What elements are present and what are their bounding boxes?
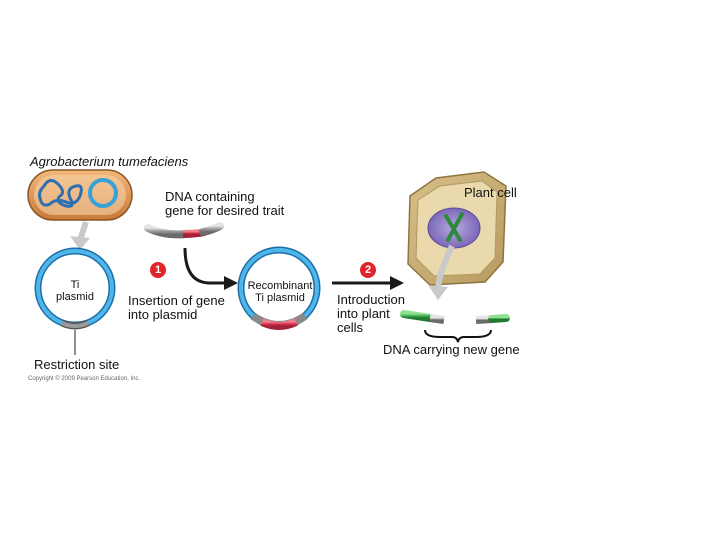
new-gene-dna [400, 310, 510, 324]
recombinant-label: Recombinant Ti plasmid [247, 280, 313, 304]
ti-plasmid [34, 247, 116, 330]
arrow-down-icon [70, 221, 90, 250]
ti-plasmid-label: Ti plasmid [56, 279, 94, 303]
restriction-site-label: Restriction site [34, 357, 120, 372]
plant-cell-label: Plant cell [464, 185, 517, 200]
recombinant-plasmid [237, 246, 321, 330]
arrow-down-icon [428, 244, 455, 300]
copyright-text: Copyright © 2009 Pearson Education, Inc. [28, 376, 141, 382]
organism-label: Agrobacterium tumefaciens [30, 154, 189, 169]
step2-badge: 2 [360, 262, 376, 278]
step1-label: Insertion of gene into plasmid [128, 293, 225, 322]
dna-fragment [144, 222, 224, 239]
step1-badge: 1 [150, 262, 166, 278]
agrobacterium-cell [27, 169, 133, 221]
plant-cell [407, 171, 507, 286]
step2-label: Introduction into plant cells [337, 292, 405, 335]
step1-arrow-icon [183, 247, 238, 290]
step2-arrow-icon [332, 276, 404, 290]
bracket-icon [424, 329, 492, 343]
new-gene-label: DNA carrying new gene [383, 342, 520, 357]
dna-label: DNA containing gene for desired trait [165, 189, 285, 218]
